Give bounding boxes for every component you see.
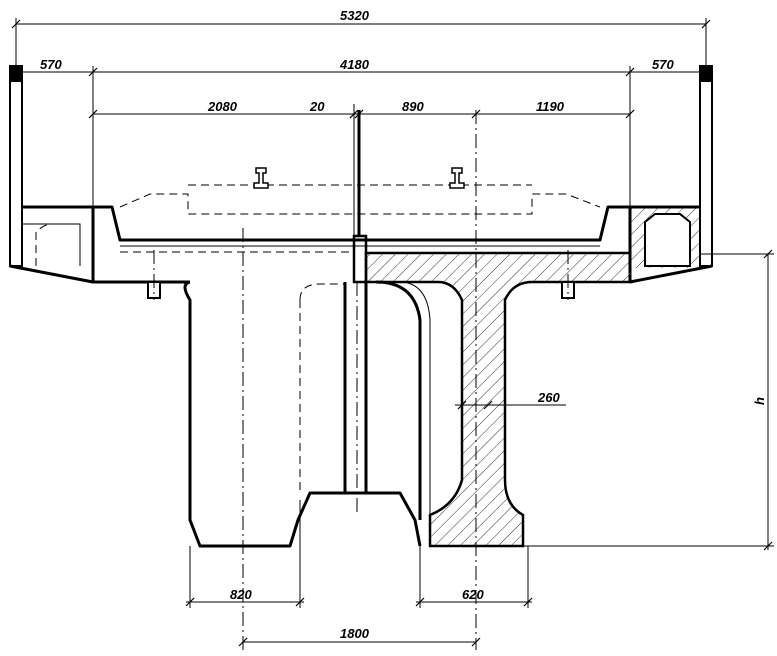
right-drain: [561, 250, 575, 300]
height-label: h: [752, 397, 767, 405]
left-drain: [147, 250, 161, 300]
center-gap-label: 20: [309, 99, 325, 114]
deck-width-label: 4180: [339, 57, 370, 72]
overall-width-label: 5320: [340, 8, 370, 23]
left-bulb-width-label: 820: [230, 587, 252, 602]
center-joint: [352, 110, 368, 512]
beam-spacing-label: 1800: [340, 626, 370, 641]
left-half-width-label: 2080: [207, 99, 238, 114]
right-bulb-width-label: 620: [462, 587, 484, 602]
right-inner-width-label: 890: [402, 99, 424, 114]
left-overhang-label: 570: [40, 57, 62, 72]
right-outer-width-label: 1190: [536, 99, 565, 114]
right-rail-icon: [449, 167, 465, 189]
right-overhang-label: 570: [652, 57, 674, 72]
left-rail-icon: [253, 167, 269, 189]
left-railing: [9, 65, 94, 284]
ballast-prism: [119, 184, 601, 253]
dimension-lines: [11, 18, 774, 647]
left-beam-outline: [183, 280, 431, 548]
right-railing: [629, 65, 713, 284]
web-thickness-label: 260: [537, 390, 560, 405]
